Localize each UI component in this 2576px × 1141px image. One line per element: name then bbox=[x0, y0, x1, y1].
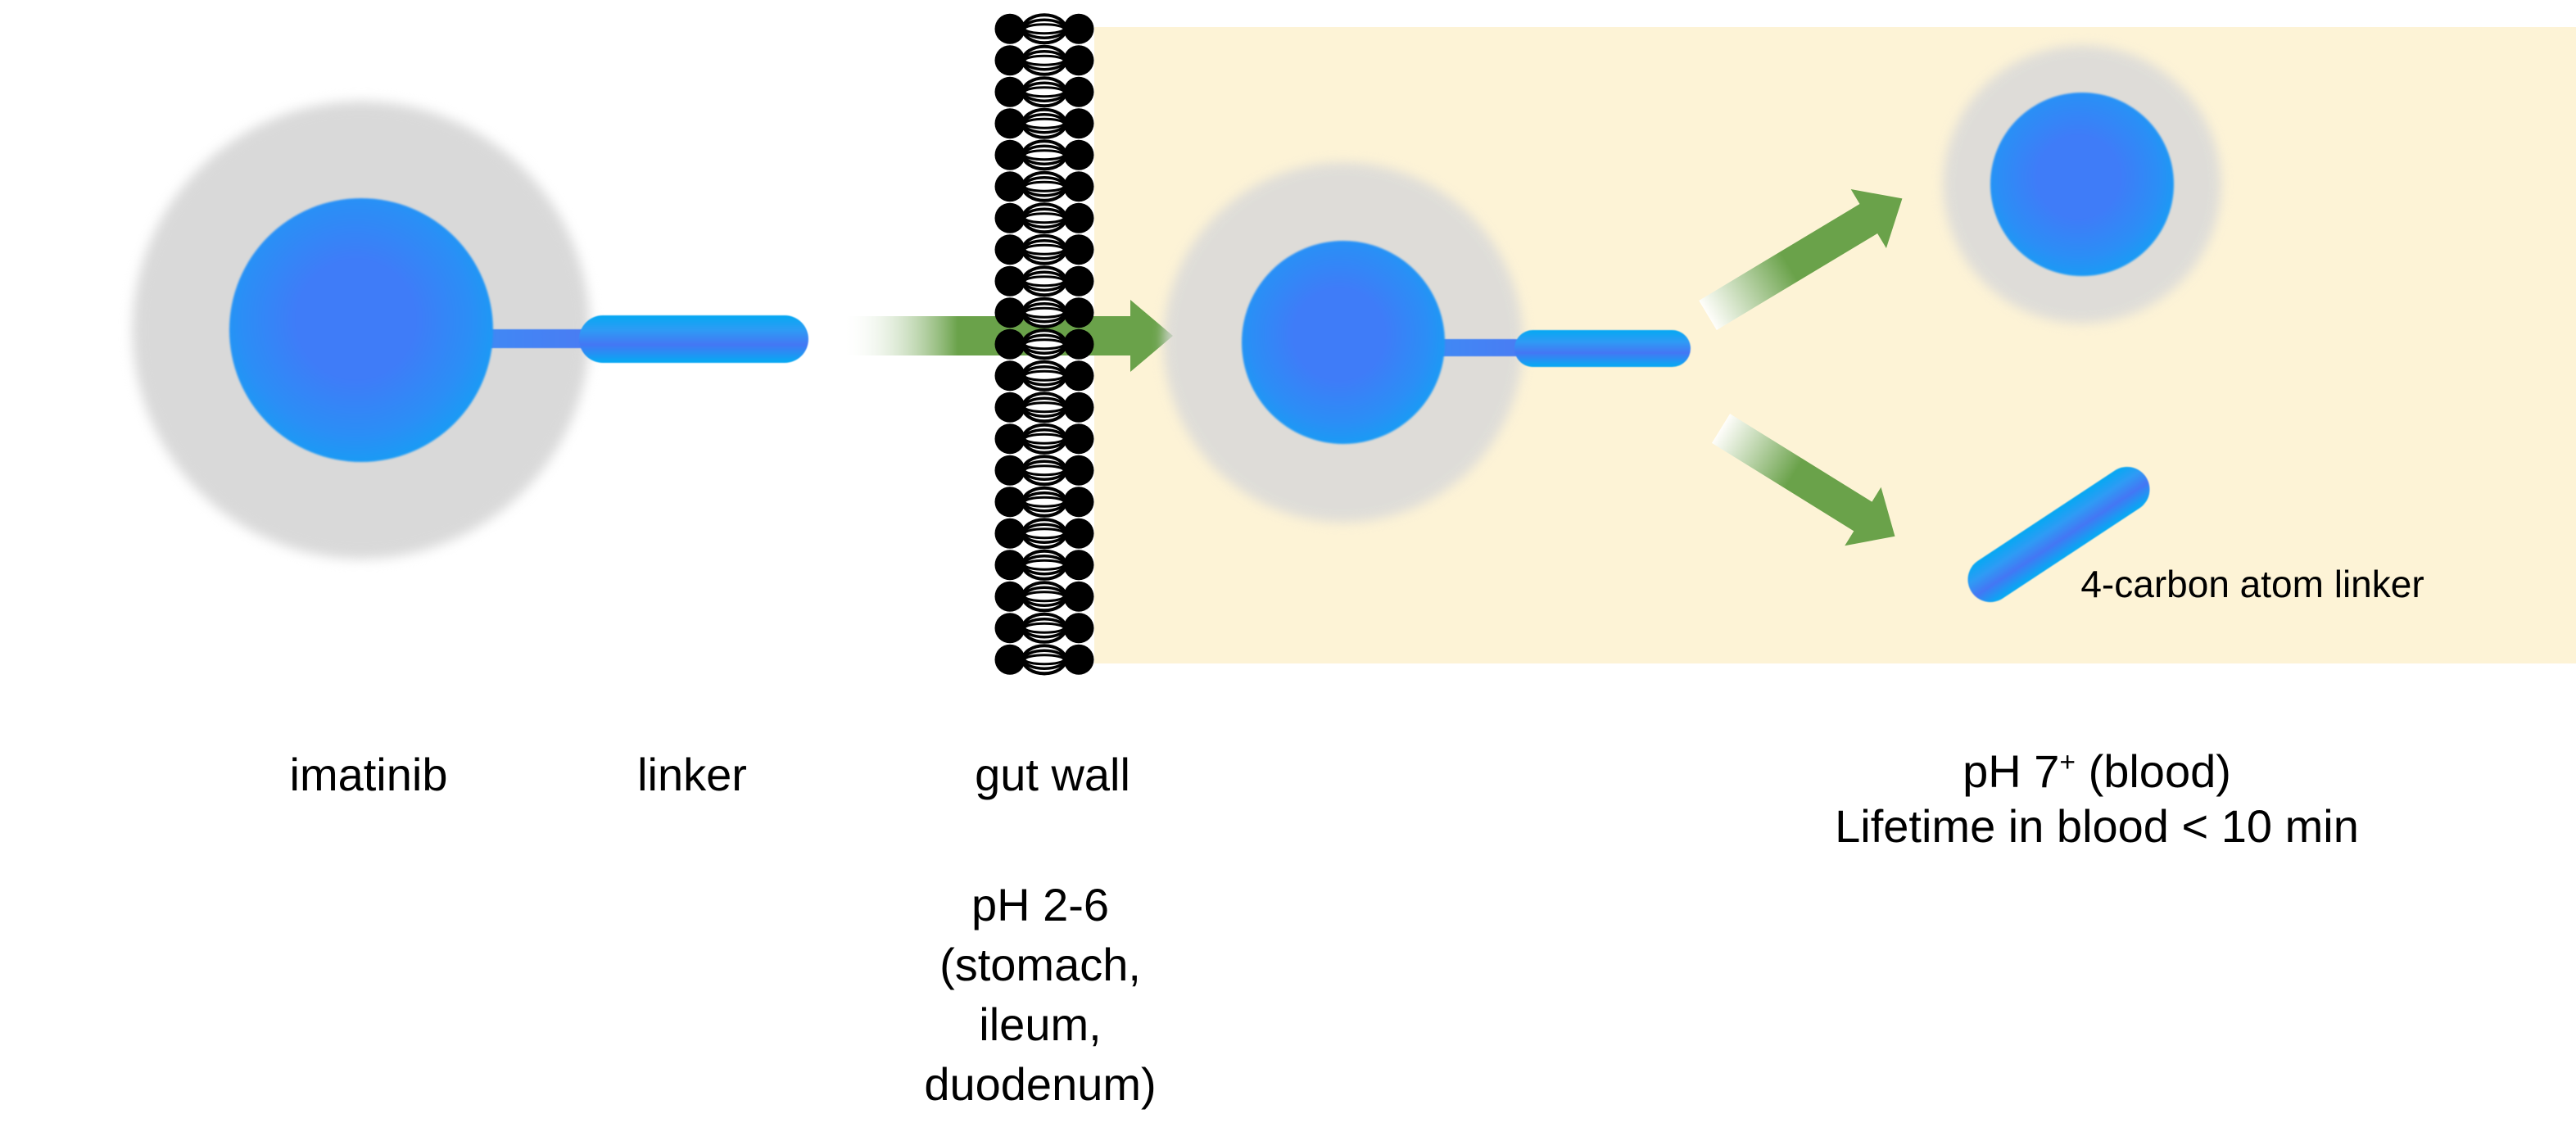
blood-linker-pill bbox=[1514, 330, 1691, 367]
gut-wall-membrane-icon bbox=[988, 13, 1102, 676]
blood-ph-label: pH 7+ (blood) Lifetime in blood < 10 min bbox=[1728, 744, 2465, 853]
free-linker-label: 4-carbon atom linker bbox=[2080, 563, 2424, 605]
blood-complex-bond bbox=[1429, 339, 1523, 356]
released-imatinib-molecule bbox=[1990, 93, 2174, 276]
gut-ph-label: pH 2-6 (stomach, ileum, duodenum) bbox=[835, 875, 1245, 1114]
cleavage-arrow-to-imatinib-icon bbox=[1699, 189, 1903, 331]
imatinib-label: imatinib bbox=[289, 749, 448, 800]
imatinib-molecule bbox=[229, 198, 493, 462]
blood-imatinib-molecule bbox=[1242, 241, 1445, 444]
gut-wall-label: gut wall bbox=[975, 749, 1130, 800]
gut-ph-line1: pH 2-6 bbox=[971, 879, 1110, 930]
linker-label: linker bbox=[637, 749, 747, 800]
gut-ph-line3: ileum, bbox=[979, 998, 1102, 1050]
imatinib-linker-bond bbox=[471, 329, 590, 348]
gut-ph-line2: (stomach, bbox=[939, 939, 1141, 990]
blood-lifetime-line: Lifetime in blood < 10 min bbox=[1835, 800, 2359, 852]
linker-pill bbox=[579, 315, 808, 363]
gut-ph-line4: duodenum) bbox=[924, 1058, 1157, 1110]
cleavage-arrow-to-linker-icon bbox=[1711, 414, 1895, 546]
blood-ph-line1: pH 7+ (blood) bbox=[1963, 745, 2231, 797]
blood-ph-superscript: + bbox=[2059, 747, 2076, 778]
